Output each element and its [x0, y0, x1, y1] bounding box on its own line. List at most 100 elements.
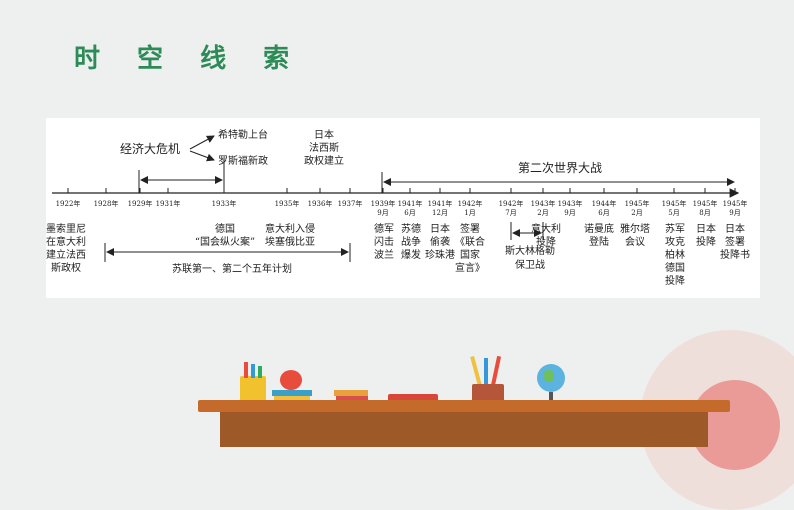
year-tick-label: 1937年: [338, 199, 363, 208]
event-line: 爆发: [401, 248, 421, 261]
year-tick-label: 1941年: [398, 199, 423, 208]
month-tick-label: 9月: [564, 209, 575, 217]
pencil-cup-illustration: [240, 362, 266, 402]
event-line: 日本: [725, 222, 745, 235]
year-tick-label: 1945年: [693, 199, 718, 208]
page-title: 时 空 线 索: [74, 44, 304, 74]
year-tick-label: 1941年: [428, 199, 453, 208]
event-line: 国家: [460, 248, 480, 261]
desk-top: [198, 400, 730, 412]
japan-fascism-1: 日本: [314, 128, 334, 141]
event-line: 签署: [460, 222, 480, 235]
month-tick-label: 2月: [537, 209, 548, 217]
month-tick-label: 9月: [729, 209, 740, 217]
event-line: 投降书: [720, 248, 750, 261]
event-line: 波兰: [374, 248, 394, 261]
stalingrad-2: 保卫战: [515, 258, 545, 271]
year-tick-label: 1928年: [94, 199, 119, 208]
month-tick-label: 5月: [668, 209, 679, 217]
year-tick-label: 1943年: [558, 199, 583, 208]
event-line: 登陆: [589, 235, 609, 248]
desk-illustration: [198, 400, 730, 447]
event-line: 珍珠港: [425, 248, 455, 261]
hitler-label: 希特勒上台: [218, 128, 268, 141]
year-tick-label: 1942年: [458, 199, 483, 208]
event-line: 诺曼底: [584, 222, 614, 235]
year-tick-label: 1945年: [662, 199, 687, 208]
ww2-label: 第二次世界大战: [518, 161, 602, 175]
japan-fascism-3: 政权建立: [304, 154, 344, 167]
event-line: “国会纵火案”: [195, 235, 255, 248]
event-line: 苏军: [665, 222, 685, 235]
event-line: 意大利入侵: [265, 222, 315, 235]
apple-books-illustration: [272, 370, 312, 402]
arrow-roosevelt: [189, 150, 215, 162]
event-line: 日本: [696, 222, 716, 235]
year-tick-label: 1942年: [499, 199, 524, 208]
year-tick-label: 1936年: [308, 199, 333, 208]
year-tick-label: 1933年: [212, 199, 237, 208]
month-tick-label: 1月: [464, 209, 475, 217]
japan-fascism-2: 法西斯: [309, 141, 339, 154]
month-tick-label: 6月: [404, 209, 415, 217]
event-line: 《联合: [455, 235, 485, 248]
event-line: 偷袭: [430, 235, 450, 248]
desk-body: [220, 412, 708, 447]
event-line: 闪击: [374, 235, 394, 248]
crisis-label: 经济大危机: [120, 141, 180, 156]
roosevelt-label: 罗斯福新政: [218, 154, 268, 167]
event-line: 埃塞俄比亚: [265, 235, 315, 248]
event-line: 攻克: [665, 235, 685, 248]
event-line: 签署: [725, 235, 745, 248]
event-line: 苏德: [401, 222, 421, 235]
globe-illustration: [534, 364, 568, 408]
plans-label: 苏联第一、第二个五年计划: [172, 262, 292, 275]
year-tick-label: 1935年: [275, 199, 300, 208]
event-line: 宣言》: [455, 261, 485, 274]
event-line: 柏林: [665, 248, 685, 261]
event-line: 投降: [665, 274, 685, 287]
event-line: 德国: [215, 222, 235, 235]
year-tick-label: 1929年: [128, 199, 153, 208]
event-line: 投降: [696, 235, 716, 248]
event-line: 雅尔塔: [620, 222, 650, 235]
month-tick-label: 6月: [598, 209, 609, 217]
event-line: 斯政权: [51, 261, 81, 274]
arrow-hitler: [189, 135, 215, 150]
event-line: 建立法西: [46, 248, 86, 261]
month-tick-label: 7月: [505, 209, 516, 217]
month-tick-label: 9月: [377, 209, 388, 217]
event-line: 德军: [374, 222, 394, 235]
month-tick-label: 12月: [432, 209, 448, 217]
year-tick-label: 1922年: [56, 199, 81, 208]
year-tick-label: 1939年: [371, 199, 396, 208]
event-line: 投降: [536, 235, 556, 248]
stalingrad-1: 斯大林格勒: [505, 244, 555, 257]
year-tick-label: 1943年: [531, 199, 556, 208]
timeline-event: 德国“国会纵火案”: [195, 222, 255, 248]
year-tick-label: 1931年: [156, 199, 181, 208]
year-tick-label: 1944年: [592, 199, 617, 208]
year-tick-label: 1945年: [625, 199, 650, 208]
year-tick-label: 1945年: [723, 199, 748, 208]
month-tick-label: 8月: [699, 209, 710, 217]
event-line: 日本: [430, 222, 450, 235]
event-line: 战争: [401, 235, 421, 248]
event-line: 德国: [665, 261, 685, 274]
month-tick-label: 2月: [631, 209, 642, 217]
event-line: 墨索里尼: [46, 222, 86, 235]
